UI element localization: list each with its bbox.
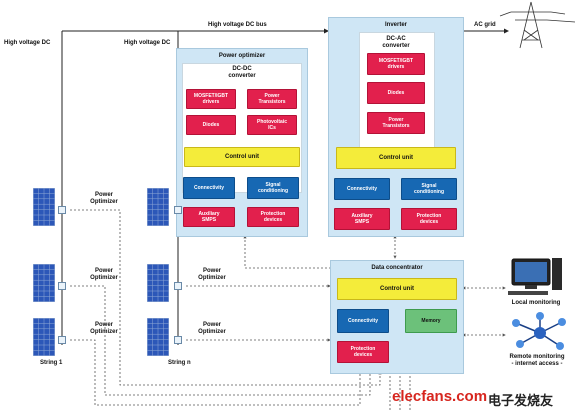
dc-control-unit-block: Control unit — [337, 278, 457, 300]
optimizer-box-6 — [174, 336, 182, 344]
inv-diodes-block: Diodes — [367, 82, 425, 104]
solar-panel-icon — [147, 318, 169, 356]
local-monitoring-label: Local monitoring — [511, 300, 561, 306]
solar-panel-icon — [33, 188, 55, 226]
po-control-unit-block: Control unit — [184, 147, 300, 167]
inverter-title: Inverter — [384, 22, 407, 28]
watermark-text: elecfans.com — [392, 388, 488, 405]
solar-panel-icon — [33, 264, 55, 302]
inv-control-unit-block: Control unit — [336, 147, 456, 169]
string-n-label: String n — [168, 360, 191, 366]
optimizer-box-2 — [58, 282, 66, 290]
po-diodes-block: Diodes — [186, 115, 236, 135]
dc-memory-block: Memory — [405, 309, 457, 333]
inv-connectivity-block: Connectivity — [334, 178, 390, 200]
dc-connectivity-block: Connectivity — [337, 309, 389, 333]
optimizer-box-5 — [174, 282, 182, 290]
string-1-label: String 1 — [40, 360, 63, 366]
data-concentrator-title: Data concentrator — [371, 265, 423, 271]
power-optimizer-title: Power optimizer — [218, 53, 266, 59]
solar-panel-icon — [147, 188, 169, 226]
ac-grid-label: AC grid — [474, 22, 496, 28]
optimizer-box-4 — [174, 206, 182, 214]
po-connectivity-block: Connectivity — [183, 177, 235, 199]
optimizer-box-1 — [58, 206, 66, 214]
remote-monitoring-label: Remote monitoring- internet access - — [509, 354, 565, 367]
watermark-cn-text: 电子发烧友 — [488, 394, 554, 409]
solar-panel-icon — [147, 264, 169, 302]
solar-panel-icon — [33, 318, 55, 356]
hv-dc-bus-label: High voltage DC bus — [208, 22, 267, 28]
hv-dc-mid-label: High voltage DC — [124, 40, 171, 46]
hv-dc-left-label: High voltage DC — [4, 40, 51, 46]
optimizer-box-3 — [58, 336, 66, 344]
data-concentrator-panel: Data concentrator Control unit Connectiv… — [330, 260, 464, 374]
